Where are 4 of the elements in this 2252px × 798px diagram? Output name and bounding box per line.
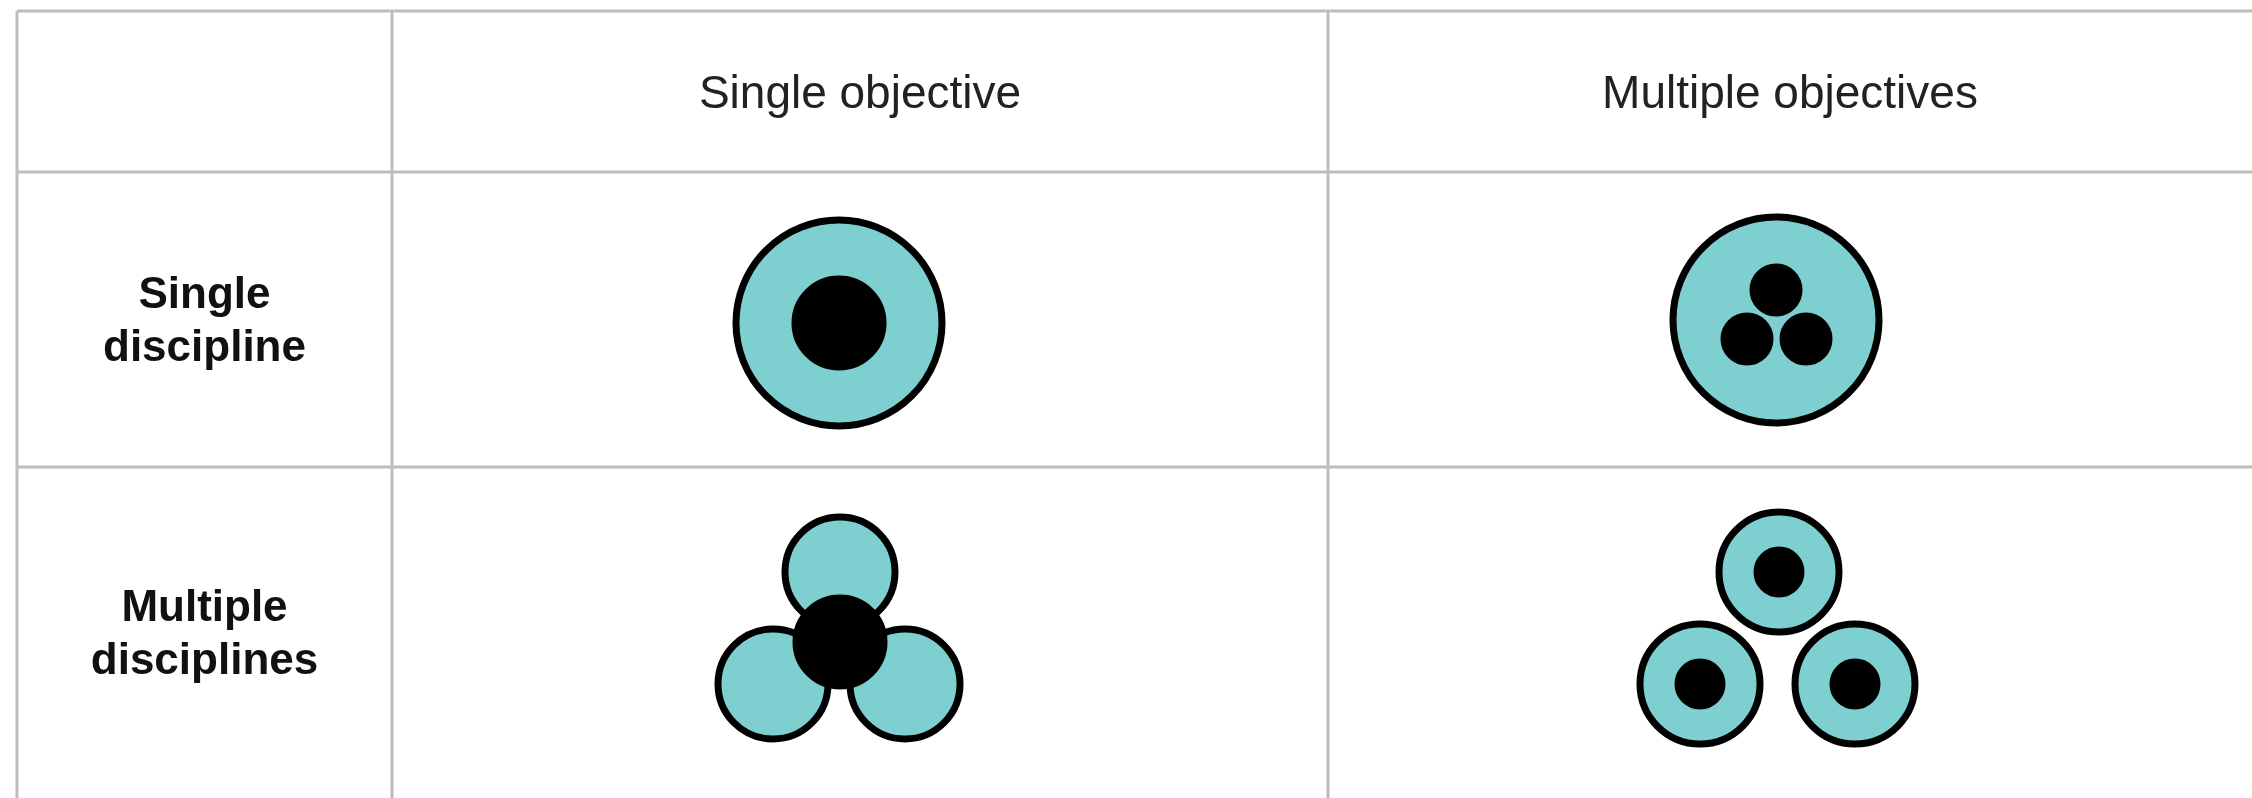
row-header: Single discipline bbox=[102, 266, 307, 372]
column-header: Multiple objectives bbox=[1602, 64, 1978, 119]
column-header: Single objective bbox=[698, 64, 1022, 119]
row-header: Multiple disciplines bbox=[89, 579, 320, 685]
